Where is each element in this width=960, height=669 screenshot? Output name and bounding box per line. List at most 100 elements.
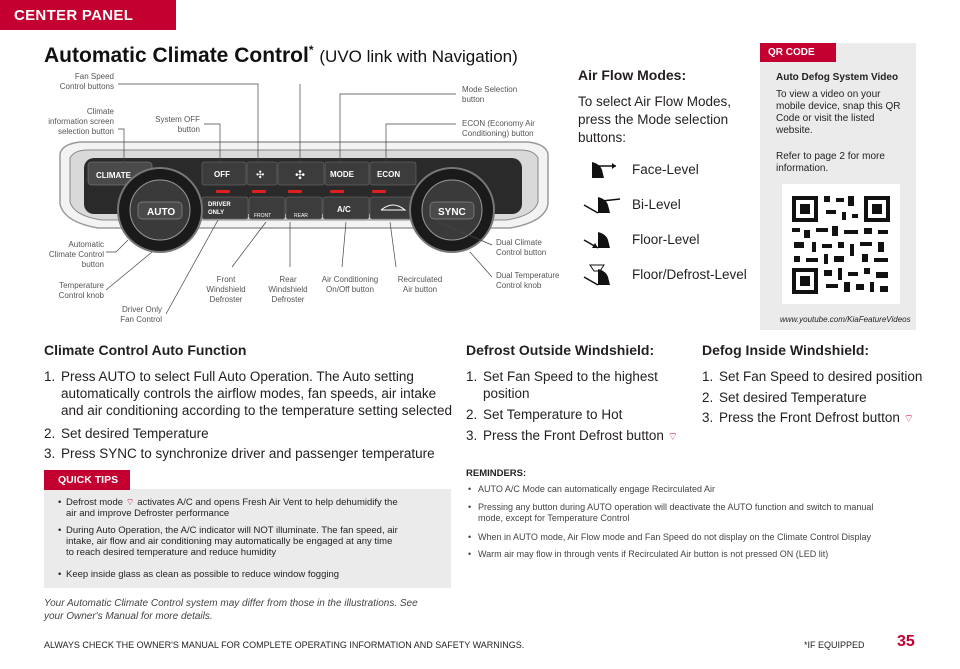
callout-climate-info-1: Climate — [87, 107, 115, 116]
quick-tip-2-b: intake, air flow and air conditioning ma… — [66, 536, 393, 547]
callout-rear-defrost-2: Windshield — [268, 285, 307, 294]
callout-climate-info-3: selection button — [58, 127, 114, 136]
title-main: Automatic Climate Control — [44, 44, 309, 67]
bi-level-icon — [583, 197, 621, 214]
callout-rear-defrost-1: Rear — [279, 275, 297, 284]
step-number: 3. — [44, 446, 56, 461]
callout-mode-1: Mode Selection — [462, 85, 517, 94]
auto-step-2: 2. Set desired Temperature — [44, 425, 454, 442]
step-number: 1. — [466, 369, 478, 384]
front-defrost-icon: ⌔ — [125, 497, 135, 508]
climate-button-label: CLIMATE — [96, 171, 132, 180]
step-number: 2. — [702, 390, 714, 405]
sync-button[interactable] — [429, 201, 475, 220]
quick-tip-1: • Defrost mode ⌔ activates A/C and opens… — [58, 497, 446, 519]
auto-step-1-line-3: and air conditioning according to the te… — [61, 403, 452, 418]
callout-system-off-1: System OFF — [155, 115, 200, 124]
auto-step-3: 3. Press SYNC to synchronize driver and … — [44, 445, 454, 462]
step-number: 1. — [702, 369, 714, 384]
off-button[interactable] — [201, 161, 247, 186]
section-tab: CENTER PANEL — [0, 0, 176, 30]
quick-tip-3-a: Keep inside glass as clean as possible t… — [66, 569, 340, 580]
front-defrost-button[interactable] — [248, 196, 286, 220]
defrost-step-1-line-1: Set Fan Speed to the highest — [483, 369, 658, 384]
callout-econ-1: ECON (Economy Air — [462, 119, 535, 128]
rear-button-label: REAR — [294, 213, 308, 219]
qr-code-image[interactable] — [782, 184, 900, 304]
bi-level-label: Bi-Level — [632, 197, 681, 212]
quick-tip-2-c: to reach desired temperature and reduce … — [66, 547, 277, 558]
auto-button[interactable] — [137, 201, 183, 220]
front-defrost-icon: ⌔ — [903, 413, 914, 425]
defog-inside-heading: Defog Inside Windshield: — [702, 342, 870, 358]
disclaimer-note: Your Automatic Climate Control system ma… — [44, 598, 418, 622]
mode-button-label: MODE — [330, 170, 355, 179]
defrost-step-3: 3. Press the Front Defrost button ⌔ — [466, 427, 686, 446]
ac-button[interactable] — [322, 196, 370, 220]
qr-code-tab: QR CODE — [760, 43, 836, 62]
climate-control-panel-diagram: CLIMATE OFF ✣ ✣ MODE ECON DRIVER ONLY FR… — [48, 72, 560, 324]
step-number: 3. — [466, 428, 478, 443]
qr-title: Auto Defog System Video — [776, 72, 899, 83]
quick-tip-1-a: Defrost mode — [66, 497, 124, 508]
rear-defrost-button[interactable] — [285, 196, 323, 220]
callout-rear-defrost-3: Defroster — [272, 295, 305, 304]
defrost-step-2-text: Set Temperature to Hot — [483, 407, 623, 422]
air-flow-floor-level: Floor-Level — [582, 228, 700, 252]
reminder-2-text-b: mode, except for Temperature Control — [478, 513, 630, 523]
fan-up-button[interactable] — [277, 161, 325, 186]
reminders-heading: REMINDERS: — [466, 468, 527, 479]
auto-step-1-line-1: Press AUTO to select Full Auto Operation… — [61, 369, 414, 384]
callout-system-off-2: button — [178, 125, 200, 134]
callout-front-defrost-3: Defroster — [210, 295, 243, 304]
reminder-2: • Pressing any button during AUTO operat… — [468, 502, 918, 524]
reminder-1: • AUTO A/C Mode can automatically engage… — [468, 484, 715, 494]
callout-dual-climate-1: Dual Climate — [496, 238, 542, 247]
face-level-label: Face-Level — [632, 162, 699, 177]
defrost-step-1: 1. Set Fan Speed to the highest position — [466, 368, 686, 402]
callout-dual-temp-2: Control knob — [496, 281, 542, 290]
air-flow-floor-defrost-level: Floor/Defrost-Level — [582, 263, 747, 287]
page-title: Automatic Climate Control* (UVO link wit… — [44, 43, 518, 68]
quick-tip-2: • During Auto Operation, the A/C indicat… — [58, 525, 446, 558]
air-flow-intro: To select Air Flow Modes, press the Mode… — [578, 94, 732, 145]
fan-high-icon: ✣ — [295, 168, 305, 182]
defog-step-1: 1. Set Fan Speed to desired position — [702, 368, 932, 385]
front-button-label: FRONT — [254, 213, 271, 219]
off-button-label: OFF — [214, 170, 230, 179]
sync-button-label: SYNC — [438, 207, 466, 218]
defog-step-3: 3. Press the Front Defrost button ⌔ — [702, 409, 932, 428]
mode-button[interactable] — [324, 161, 370, 186]
fan-low-icon: ✣ — [256, 170, 264, 181]
defog-step-3-text: Press the Front Defrost button — [719, 410, 900, 425]
page-number: 35 — [897, 633, 915, 650]
callout-climate-info-2: information screen — [48, 117, 114, 126]
callout-auto-1: Automatic — [68, 240, 104, 249]
recirculate-icon — [380, 204, 407, 211]
driver-only-label-2: ONLY — [208, 210, 224, 216]
econ-button[interactable] — [369, 161, 417, 186]
callout-econ-2: Conditioning) button — [462, 129, 534, 138]
qr-url-link[interactable]: www.youtube.com/KiaFeatureVideos — [780, 315, 911, 324]
callout-leader-lines — [105, 83, 493, 315]
callout-ac-2: On/Off button — [326, 285, 374, 294]
qr-reference: Refer to page 2 for more information. — [776, 151, 885, 174]
callout-dual-climate-2: Control button — [496, 248, 546, 257]
defrost-step-2: 2. Set Temperature to Hot — [466, 406, 686, 423]
top-button-row — [201, 161, 417, 186]
callout-recirculated-2: Air button — [403, 285, 437, 294]
reminder-4-text: Warm air may flow in through vents if Re… — [478, 549, 829, 559]
auto-function-heading: Climate Control Auto Function — [44, 342, 247, 358]
floor-defrost-level-icon — [583, 264, 610, 286]
title-asterisk: * — [308, 43, 314, 57]
defrost-step-1-line-2: position — [483, 386, 530, 401]
callout-mode-2: button — [462, 95, 484, 104]
fan-down-button[interactable] — [246, 161, 278, 186]
ac-button-label: A/C — [337, 205, 351, 214]
defrost-outside-heading: Defrost Outside Windshield: — [466, 342, 655, 358]
callout-ac-1: Air Conditioning — [322, 275, 378, 284]
footer-if-equipped: *IF EQUIPPED — [804, 640, 865, 650]
step-number: 3. — [702, 410, 714, 425]
callout-auto-3: button — [82, 260, 104, 269]
econ-button-label: ECON — [377, 170, 400, 179]
